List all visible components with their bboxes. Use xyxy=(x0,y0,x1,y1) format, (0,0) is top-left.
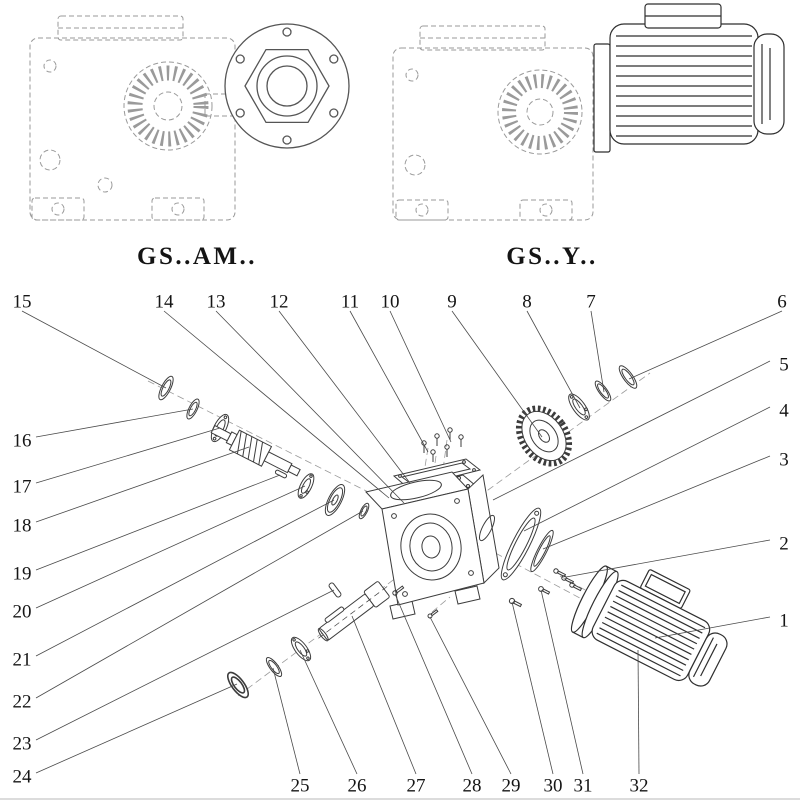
part-pin-19 xyxy=(274,469,288,479)
callout-line-1 xyxy=(654,616,771,639)
part-seal-3 xyxy=(530,529,554,573)
callout-number-32: 32 xyxy=(630,776,649,797)
callout-number-17: 17 xyxy=(13,477,32,498)
part-motor-bolts-2 xyxy=(553,568,583,592)
callout-number-27: 27 xyxy=(407,776,426,797)
part-snap-ring-7 xyxy=(594,380,612,402)
callout-line-7 xyxy=(590,310,605,393)
part-worm-shaft-18 xyxy=(210,424,301,477)
callout-number-26: 26 xyxy=(348,776,367,797)
part-snap-ring-25 xyxy=(265,657,283,677)
callout-line-14 xyxy=(163,310,390,499)
part-motor-1-32 xyxy=(570,565,728,687)
callout-number-11: 11 xyxy=(341,292,359,313)
callout-number-24: 24 xyxy=(13,767,33,788)
callout-number-25: 25 xyxy=(291,776,310,797)
callout-number-20: 20 xyxy=(13,602,32,623)
callout-line-26 xyxy=(299,649,358,775)
callout-number-2: 2 xyxy=(779,534,789,555)
variant-label-y: GS..Y.. xyxy=(506,243,598,270)
part-ring-22 xyxy=(358,502,370,520)
callout-number-30: 30 xyxy=(544,776,563,797)
callout-line-28 xyxy=(394,593,473,775)
callout-number-22: 22 xyxy=(13,692,32,713)
callout-number-23: 23 xyxy=(13,734,32,755)
part-cover-bolts-10-11 xyxy=(421,427,464,462)
callout-number-29: 29 xyxy=(502,776,521,797)
callout-number-16: 16 xyxy=(13,431,32,452)
exploded-view xyxy=(147,365,728,699)
callout-line-24 xyxy=(35,683,238,774)
callout-number-15: 15 xyxy=(13,292,32,313)
part-bearing-26 xyxy=(290,636,312,662)
callout-line-17 xyxy=(35,427,221,484)
callout-line-25 xyxy=(272,667,301,775)
callout-number-1: 1 xyxy=(779,611,789,632)
callout-number-31: 31 xyxy=(574,776,593,797)
variant-label-am: GS..AM.. xyxy=(137,243,257,270)
callout-number-21: 21 xyxy=(13,650,32,671)
callout-number-5: 5 xyxy=(779,355,789,376)
callout-number-8: 8 xyxy=(522,292,532,313)
callout-line-2 xyxy=(565,539,771,578)
callout-line-22 xyxy=(35,510,364,699)
callout-line-32 xyxy=(637,649,640,775)
callout-line-5 xyxy=(492,360,771,501)
part-housing-5 xyxy=(365,471,500,620)
callout-number-13: 13 xyxy=(207,292,226,313)
callout-number-19: 19 xyxy=(13,564,32,585)
callout-number-7: 7 xyxy=(586,292,596,313)
callout-line-12 xyxy=(278,310,411,484)
callout-line-9 xyxy=(451,310,543,438)
callout-number-6: 6 xyxy=(777,292,787,313)
callout-line-16 xyxy=(35,408,194,438)
gearbox-am-drawing xyxy=(29,15,254,221)
part-output-shaft-27 xyxy=(317,581,390,642)
part-plug-30 xyxy=(508,597,523,608)
callout-number-28: 28 xyxy=(463,776,482,797)
part-disc-21 xyxy=(324,484,346,516)
callout-line-23 xyxy=(35,589,335,741)
callout-number-18: 18 xyxy=(13,516,32,537)
part-flange-4 xyxy=(500,507,542,581)
part-screw-28 xyxy=(392,585,405,596)
callout-line-30 xyxy=(511,601,554,775)
callout-line-6 xyxy=(628,310,783,380)
part-bearing-20 xyxy=(297,473,315,499)
callout-line-13 xyxy=(215,310,405,504)
motor-y-drawing xyxy=(593,3,785,153)
callout-line-11 xyxy=(349,310,429,453)
part-screw-29 xyxy=(427,609,439,619)
gearbox-y-drawing xyxy=(392,25,594,221)
callout-line-8 xyxy=(526,310,581,409)
callout-number-12: 12 xyxy=(270,292,289,313)
callout-number-4: 4 xyxy=(779,401,789,422)
output-flange-am xyxy=(224,23,350,149)
part-key-23 xyxy=(328,582,342,598)
callout-line-27 xyxy=(351,615,417,775)
callout-line-10 xyxy=(389,310,452,443)
callout-number-10: 10 xyxy=(381,292,400,313)
callout-line-19 xyxy=(35,474,281,571)
callout-line-31 xyxy=(540,589,584,775)
callout-line-18 xyxy=(35,446,250,523)
callout-line-29 xyxy=(429,616,512,775)
callout-line-15 xyxy=(21,310,167,389)
callout-number-14: 14 xyxy=(155,292,175,313)
callout-number-9: 9 xyxy=(447,292,457,313)
callout-number-3: 3 xyxy=(779,450,789,471)
callout-line-4 xyxy=(523,406,771,532)
part-ring-6 xyxy=(618,365,638,389)
callout-line-21 xyxy=(35,499,335,657)
callout-line-3 xyxy=(542,455,771,550)
part-washer-24 xyxy=(226,671,250,699)
callout-line-20 xyxy=(35,485,306,609)
part-plug-31 xyxy=(538,586,551,595)
